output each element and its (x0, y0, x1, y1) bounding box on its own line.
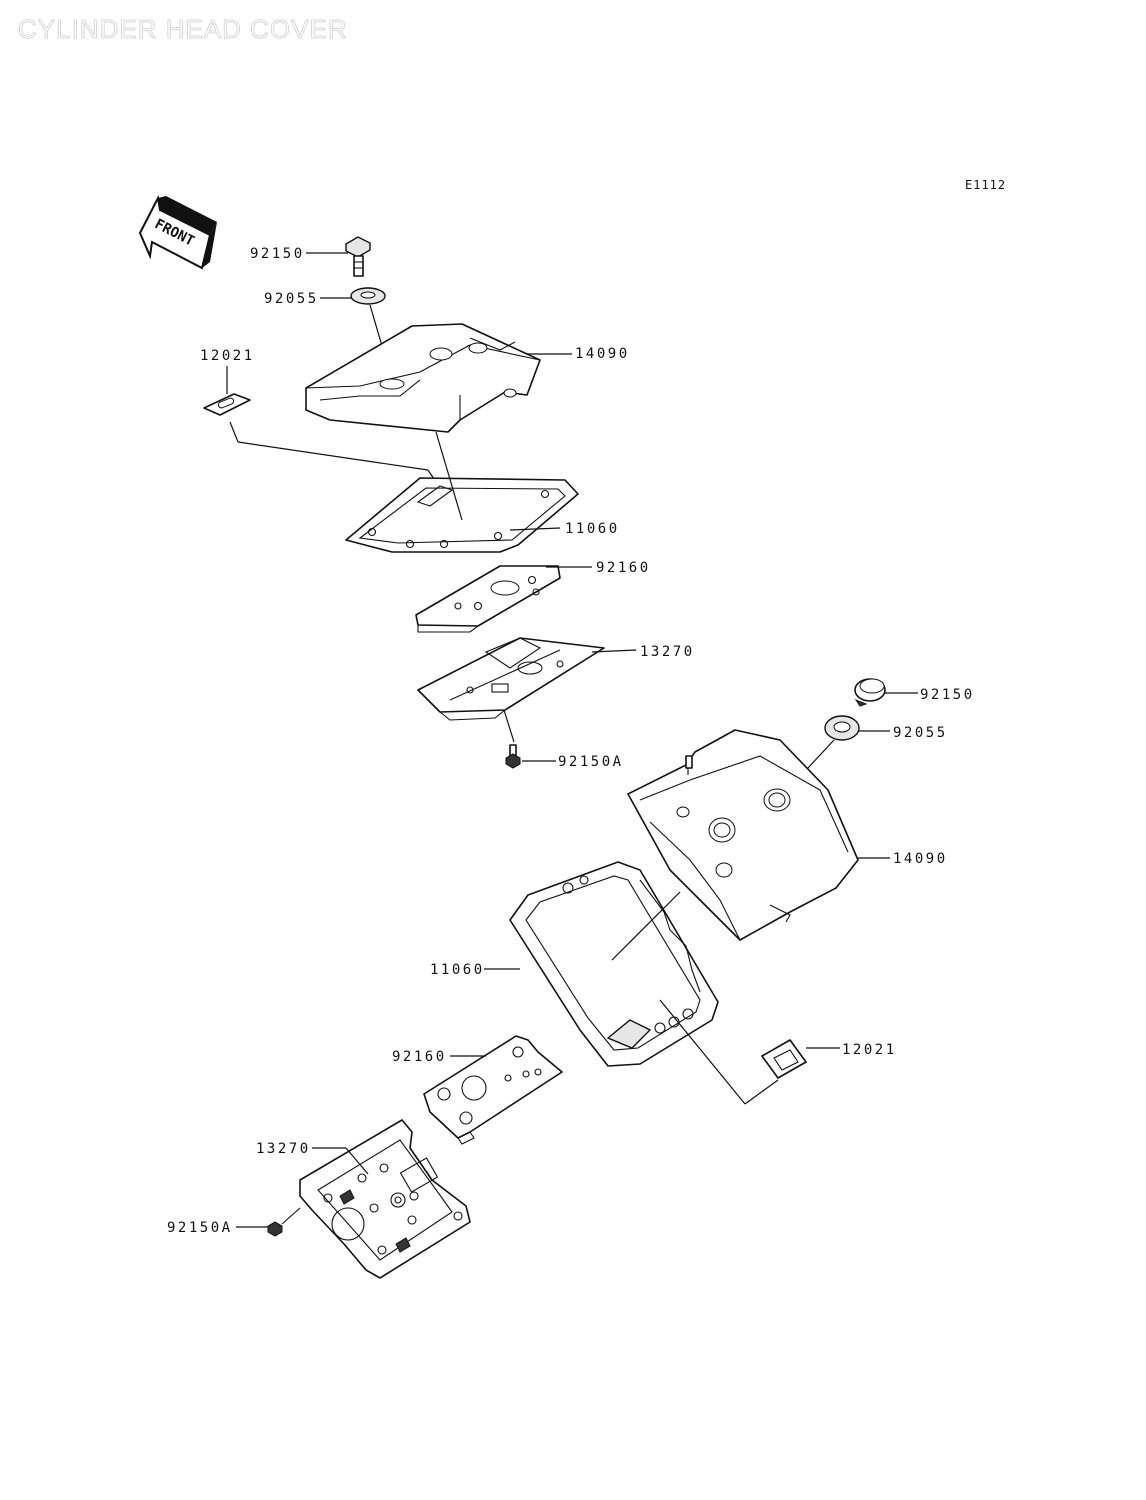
lower-washer-shape (824, 715, 860, 741)
label-upper-grommet: 12021 (200, 348, 255, 364)
lower-bolt-shape (854, 678, 886, 707)
label-lower-screw: 92150A (167, 1220, 233, 1236)
label-upper-bolt: 92150 (250, 246, 305, 262)
upper-plate-shape (415, 565, 561, 633)
upper-screw-shape (505, 744, 521, 769)
label-upper-breather-plate: 13270 (640, 644, 695, 660)
lower-plate-shape (423, 1035, 563, 1145)
label-lower-gasket: 11060 (430, 962, 485, 978)
label-upper-washer: 92055 (264, 291, 319, 307)
label-lower-breather-plate: 13270 (256, 1141, 311, 1157)
label-lower-washer: 92055 (893, 725, 948, 741)
upper-gasket-shape (345, 431, 579, 553)
lower-gasket-shape (509, 861, 719, 1067)
label-lower-bolt: 92150 (920, 687, 975, 703)
lower-breather-plate-shape (299, 1119, 471, 1279)
upper-cover-shape (305, 323, 541, 433)
label-lower-plate: 92160 (392, 1049, 447, 1065)
label-upper-plate: 92160 (596, 560, 651, 576)
page-title: CYLINDER HEAD COVER (18, 14, 348, 45)
label-lower-grommet: 12021 (842, 1042, 897, 1058)
upper-bolt-shape (345, 236, 371, 277)
label-lower-cover: 14090 (893, 851, 948, 867)
diagram-code: E1112 (965, 178, 1007, 192)
lower-grommet-shape (761, 1039, 807, 1079)
upper-grommet-shape (203, 393, 251, 416)
label-upper-cover: 14090 (575, 346, 630, 362)
lower-screw-shape (267, 1207, 301, 1237)
upper-breather-plate-shape (417, 637, 605, 743)
label-upper-gasket: 11060 (565, 521, 620, 537)
label-upper-screw: 92150A (558, 754, 624, 770)
lower-cover-shape (627, 729, 859, 941)
front-arrow-icon: FRONT (138, 194, 217, 270)
